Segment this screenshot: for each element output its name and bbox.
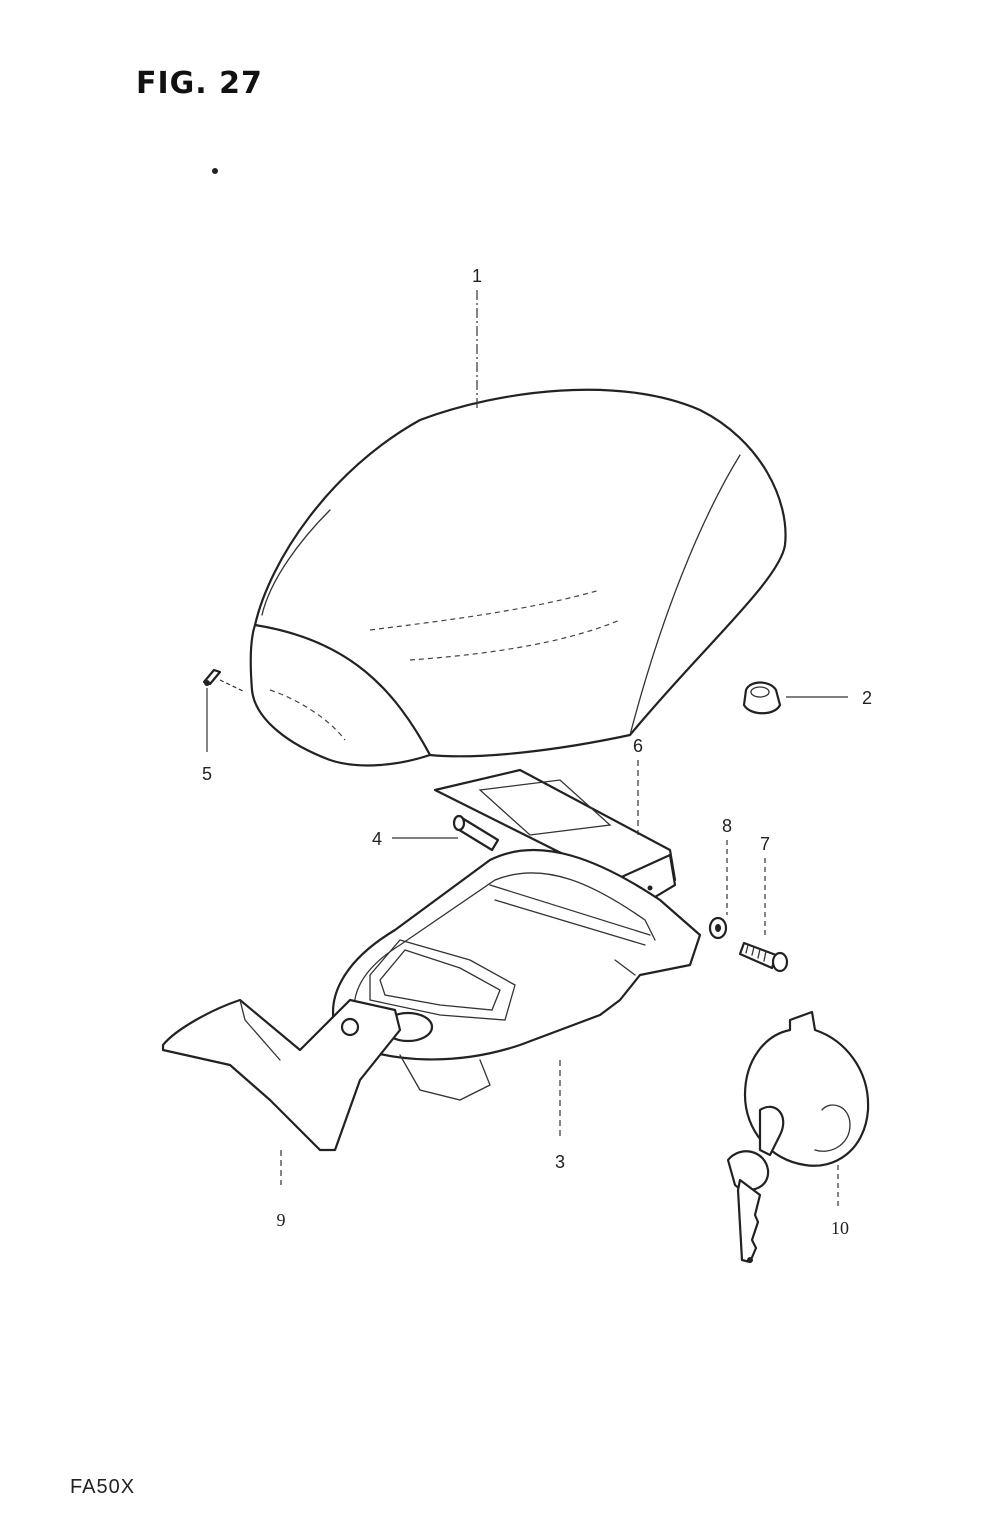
hinge-pin-icon	[452, 814, 500, 852]
callout-1: 1	[472, 266, 482, 286]
stray-dot	[212, 168, 218, 174]
callout-10: 10	[831, 1218, 849, 1238]
seat-lock-with-key-icon	[726, 1010, 870, 1264]
figure-title: FIG. 27	[136, 66, 263, 101]
callout-9: 9	[277, 1210, 286, 1230]
model-code: FA50X	[70, 1476, 136, 1498]
callout-2: 2	[862, 688, 872, 708]
callout-6: 6	[633, 736, 643, 756]
callout-8: 8	[722, 816, 732, 836]
washer-icon	[708, 916, 728, 940]
cushion-icon	[742, 681, 782, 715]
callout-4: 4	[372, 829, 382, 849]
callout-3: 3	[555, 1152, 565, 1172]
callout-5: 5	[202, 764, 212, 784]
seat-latch-bracket-icon	[161, 998, 402, 1152]
callout-7: 7	[760, 834, 770, 854]
leader-line-5b	[219, 679, 246, 693]
seat-icon	[249, 388, 787, 767]
bolt-icon	[738, 941, 789, 973]
clip-icon	[202, 668, 222, 686]
